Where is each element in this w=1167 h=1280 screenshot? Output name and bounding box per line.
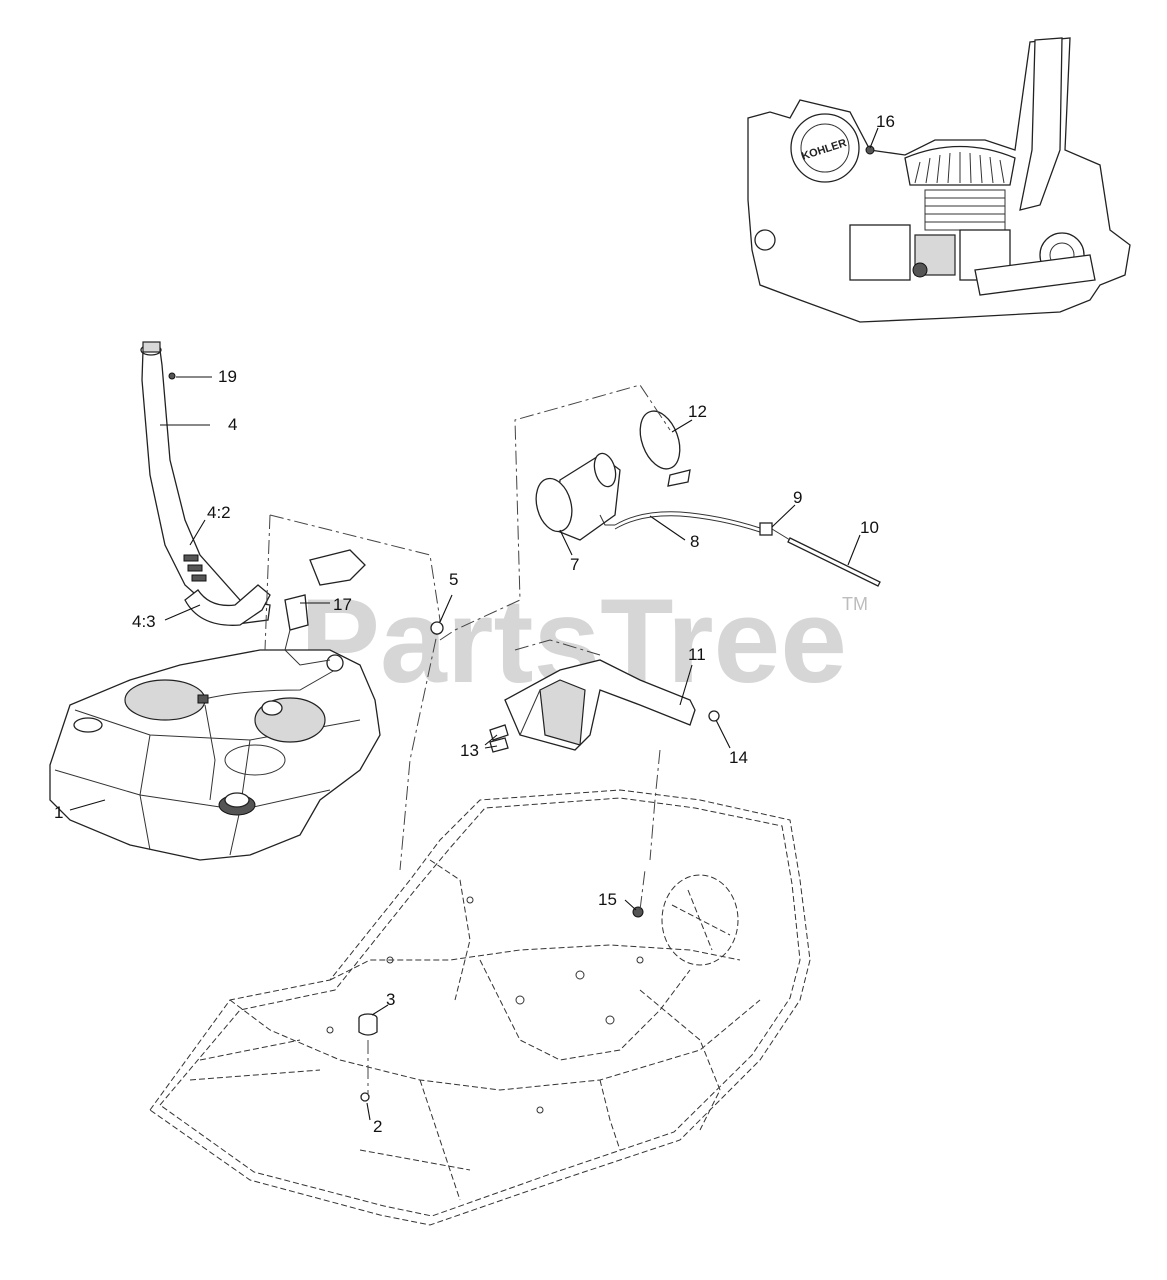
callout-14: 14 (729, 748, 748, 767)
callout-5: 5 (449, 570, 458, 589)
callout-16: 16 (876, 112, 895, 131)
callout-1: 1 (54, 803, 63, 822)
callout-4-2: 4:2 (207, 503, 231, 522)
callout-7: 7 (570, 555, 579, 574)
engine-inset-illustration: KOHLER (747, 37, 1131, 323)
callout-10: 10 (860, 518, 879, 537)
callout-17: 17 (333, 595, 352, 614)
callout-19: 19 (218, 367, 237, 386)
callout-3: 3 (386, 990, 395, 1009)
callout-11: 11 (688, 645, 706, 664)
callout-8: 8 (690, 532, 699, 551)
callout-12: 12 (688, 402, 707, 421)
callout-4: 4 (228, 415, 237, 434)
canister-bracket-illustration (489, 659, 720, 753)
chassis-frame (149, 789, 811, 1226)
assembly-leader-lines (264, 384, 671, 1095)
callout-9: 9 (793, 488, 802, 507)
fuel-tank-illustration (49, 649, 381, 861)
filler-neck-hose-illustration (140, 341, 366, 666)
callout-leaders (69, 127, 879, 1121)
charcoal-canister-illustration (535, 410, 881, 587)
watermark-trademark: TM (842, 594, 868, 614)
callout-labels: 1 2 3 4 4:2 4:3 5 7 8 9 10 11 12 13 14 1… (54, 112, 895, 1136)
callout-15: 15 (598, 890, 617, 909)
callout-2: 2 (373, 1117, 382, 1136)
callout-13: 13 (460, 741, 479, 760)
callout-4-3: 4:3 (132, 612, 156, 631)
